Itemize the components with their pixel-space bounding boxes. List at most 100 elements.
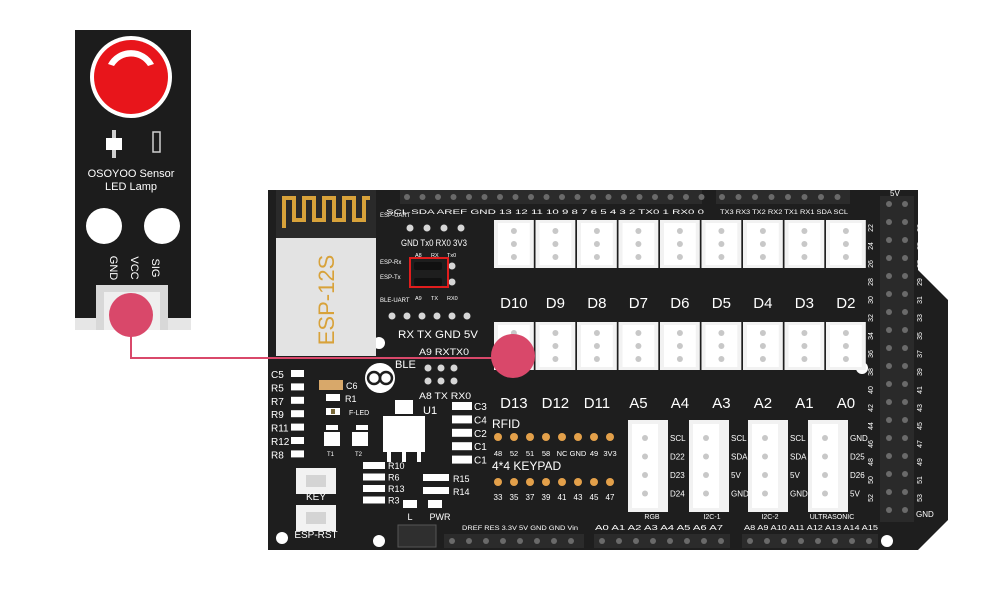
port-label: D10 [500, 295, 528, 312]
header-pin [781, 538, 787, 544]
smd-component [291, 383, 304, 391]
port-pin [718, 241, 725, 247]
rfid-label: RFID [492, 417, 520, 431]
connector-pin-label: SDA [790, 453, 807, 462]
connector-pin-label: SCL [731, 434, 747, 443]
r15-label: R15 [453, 474, 470, 484]
port-a2[interactable]: A2 [743, 322, 783, 412]
header-pin [621, 194, 627, 200]
led-highlight [108, 50, 154, 66]
port-a5[interactable]: A5 [618, 322, 659, 412]
port-pin [801, 330, 808, 336]
pin-label-gnd: GND [107, 256, 119, 281]
esp12s-label: ESP-12S [314, 255, 339, 346]
port-d3[interactable]: D3 [784, 220, 825, 312]
resistor-icon [106, 138, 122, 150]
port-d6[interactable]: D6 [660, 220, 700, 312]
mount-hole [373, 535, 385, 547]
port-d12[interactable]: D12 [535, 322, 576, 412]
header-pin [574, 433, 582, 441]
port-pin [593, 228, 600, 234]
port-d11[interactable]: D11 [577, 322, 617, 412]
key-button-label: KEY [306, 492, 326, 503]
header-pin [815, 538, 821, 544]
wire-endpoint-shield[interactable] [491, 334, 535, 378]
header-pin [719, 194, 725, 200]
header-pin [606, 478, 614, 486]
port-pin [593, 330, 600, 336]
rfid-pin-label: 48 [494, 449, 502, 458]
connector-pin [703, 435, 709, 441]
header-pin [886, 219, 892, 225]
port-pin [718, 343, 725, 349]
right-pin-label: 40 [868, 386, 875, 394]
header-pin [403, 312, 411, 320]
port-d10[interactable]: D10 [494, 220, 534, 312]
header-pin [902, 201, 908, 207]
port-pin [676, 241, 683, 247]
header-pin [902, 345, 908, 351]
port-pin [593, 241, 600, 247]
right-pin-label: 37 [917, 350, 924, 358]
port-d5[interactable]: D5 [701, 220, 742, 312]
connector-label: I2C-1 [703, 514, 720, 521]
right-pin-label: 53 [917, 494, 924, 502]
rfid-pin-label: 49 [590, 449, 598, 458]
port-pin [552, 356, 559, 362]
port-d7[interactable]: D7 [618, 220, 659, 312]
header-pin [902, 453, 908, 459]
resistor-label: R10 [388, 461, 405, 471]
port-label: D4 [753, 295, 772, 312]
header-pin [466, 194, 472, 200]
header-pin [457, 224, 465, 232]
header-pin [684, 538, 690, 544]
header-pin [542, 433, 550, 441]
jumper-bottom-rx0: RX0 [447, 296, 458, 302]
header-pin [466, 538, 472, 544]
header-pin [902, 417, 908, 423]
port-pin [552, 254, 559, 260]
port-d8[interactable]: D8 [577, 220, 617, 312]
port-d9[interactable]: D9 [535, 220, 576, 312]
header-pin [423, 224, 431, 232]
header-pin [902, 507, 908, 513]
capacitor-icon [452, 442, 472, 451]
right-pin-label: 28 [868, 278, 875, 286]
header-pin [636, 194, 643, 200]
port-d2[interactable]: D2 [826, 220, 866, 312]
header-pin [902, 471, 908, 477]
port-a1[interactable]: A1 [784, 322, 825, 412]
right-pin-label: 26 [868, 260, 875, 268]
esp-tx-label: ESP-Tx [380, 275, 401, 281]
port-pin [842, 330, 849, 336]
port-pin [718, 228, 725, 234]
port-d4[interactable]: D4 [743, 220, 783, 312]
header-pin [902, 255, 908, 261]
header-pin [599, 538, 605, 544]
keypad-pin-label: 41 [558, 493, 567, 502]
right-pin-label: 46 [868, 440, 875, 448]
r1-label: R1 [345, 394, 357, 404]
resistor-icon [363, 485, 385, 492]
port-a4[interactable]: A4 [660, 322, 700, 412]
reset-button-label: ESP-RST [294, 530, 337, 541]
port-pin [510, 228, 517, 234]
port-pin [552, 343, 559, 349]
mount-hole-left [86, 208, 122, 244]
wire-endpoint-module[interactable] [109, 293, 153, 337]
header-pin [449, 538, 455, 544]
header-pin [388, 312, 396, 320]
port-a3[interactable]: A3 [701, 322, 742, 412]
header-pin [574, 478, 582, 486]
keypad-pin-label: 47 [606, 493, 615, 502]
port-pin [801, 228, 808, 234]
port-label: D3 [795, 295, 814, 312]
connector-pin-label: SCL [790, 434, 806, 443]
port-a0[interactable]: A0 [826, 322, 866, 412]
